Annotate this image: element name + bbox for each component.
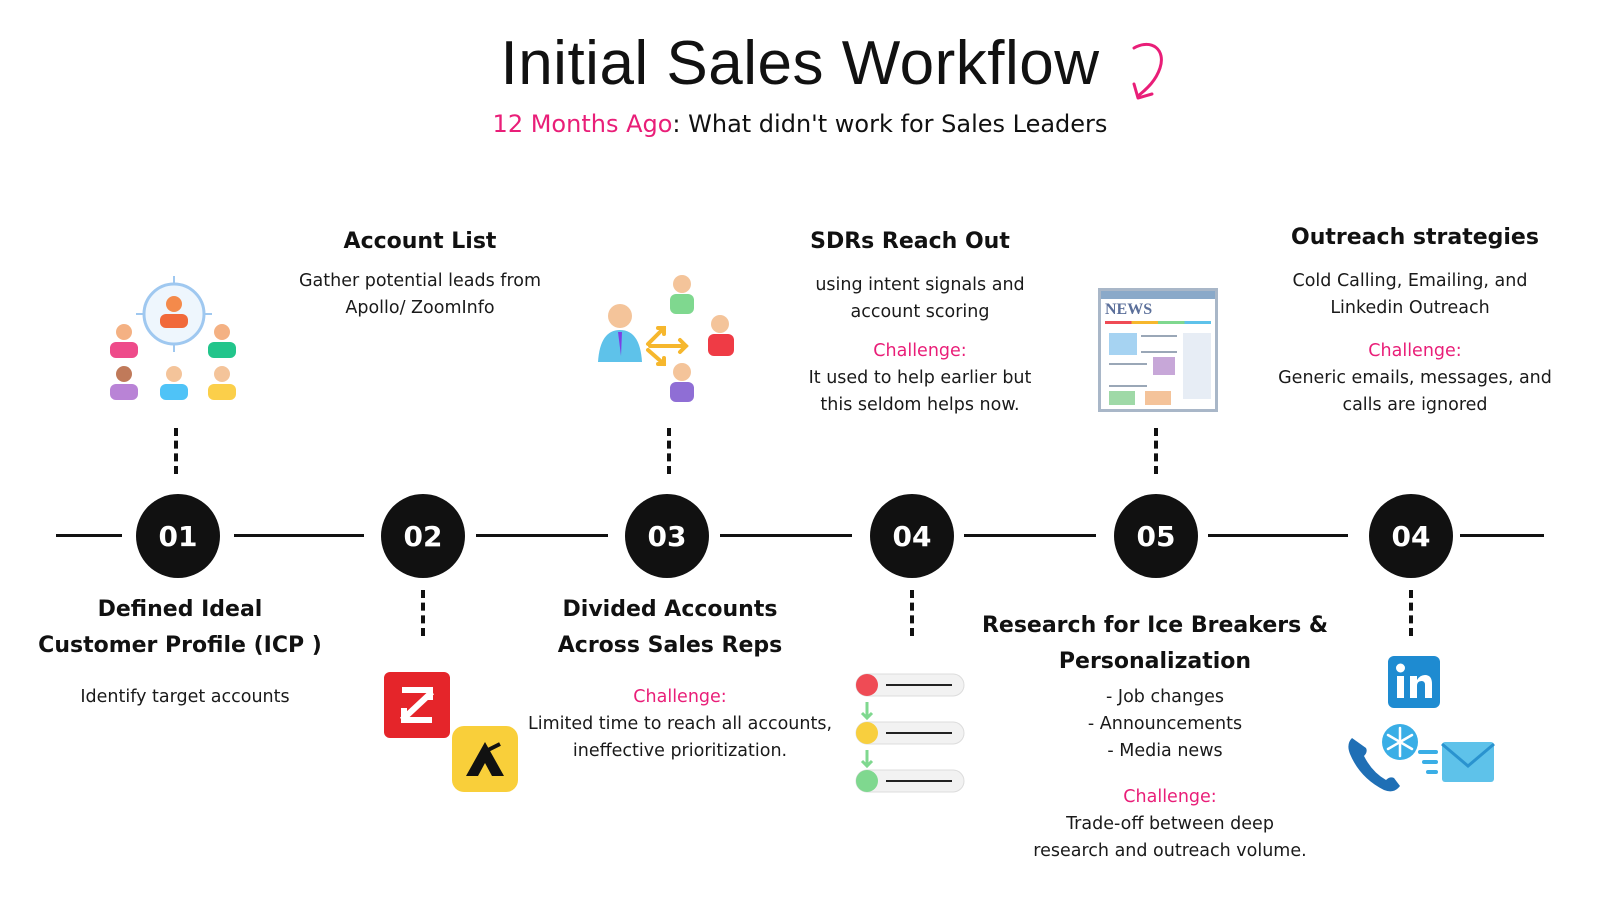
step-number-3: 03 — [625, 494, 709, 578]
step-4-challenge: Challenge: It used to help earlier but t… — [760, 338, 1080, 419]
step-5-challenge-label: Challenge: — [1123, 787, 1217, 807]
step-6-challenge: Challenge: Generic emails, messages, and… — [1240, 338, 1590, 419]
subtitle: 12 Months Ago: What didn't work for Sale… — [0, 110, 1600, 138]
cold-call-icon — [1348, 724, 1418, 792]
distribute-people-icon — [598, 275, 734, 402]
apollo-logo-icon — [452, 726, 518, 792]
connector-dash — [174, 428, 178, 474]
timeline-line — [56, 534, 122, 537]
timeline-line — [964, 534, 1096, 537]
step-1-heading-line2: Customer Profile (ICP ) — [38, 633, 322, 658]
timeline-line — [476, 534, 608, 537]
step-1-body: Identify target accounts — [80, 687, 290, 707]
step-number-4: 04 — [870, 494, 954, 578]
step-5-heading: Research for Ice Breakers & Personalizat… — [970, 608, 1340, 680]
subtitle-rest: : What didn't work for Sales Leaders — [672, 110, 1108, 138]
page-title: Initial Sales Workflow — [500, 29, 1100, 98]
step-6-body-line1: Cold Calling, Emailing, and — [1292, 271, 1528, 291]
step-3-challenge: Challenge: Limited time to reach all acc… — [510, 684, 850, 765]
step-6-heading: Outreach strategies — [1291, 225, 1539, 250]
step-6-challenge-line1: Generic emails, messages, and — [1278, 368, 1552, 388]
connector-dash — [1154, 428, 1158, 474]
step-3-challenge-label: Challenge: — [633, 687, 727, 707]
connector-dash — [667, 428, 671, 474]
connector-dash — [421, 590, 425, 636]
step-5-bullet: - Job changes — [1106, 687, 1224, 707]
target-audience-icon — [110, 276, 236, 400]
subtitle-highlight: 12 Months Ago — [492, 110, 673, 138]
step-number-1: 01 — [136, 494, 220, 578]
step-3-challenge-line1: Limited time to reach all accounts, — [527, 714, 833, 734]
step-5-bullet: - Announcements — [1087, 714, 1243, 734]
step-5-bullets: - Job changes - Announcements - Media ne… — [1015, 684, 1315, 765]
step-number-6: 04 — [1369, 494, 1453, 578]
step-2-body: Gather potential leads from Apollo/ Zoom… — [270, 268, 570, 322]
linkedin-icon — [1388, 656, 1440, 708]
step-4-heading: SDRs Reach Out — [810, 229, 1010, 254]
step-3-challenge-line2: ineffective prioritization. — [572, 741, 788, 761]
step-3-heading-line2: Across Sales Reps — [557, 633, 783, 658]
step-1-heading: Defined Ideal Customer Profile (ICP ) — [20, 592, 340, 664]
email-icon — [1418, 742, 1495, 782]
step-6-challenge-line2: calls are ignored — [1342, 395, 1488, 415]
news-label: NEWS — [1105, 301, 1153, 318]
step-number-5: 05 — [1114, 494, 1198, 578]
step-5-heading-line1: Research for Ice Breakers & — [981, 613, 1329, 638]
step-number-2: 02 — [381, 494, 465, 578]
timeline-line — [1460, 534, 1544, 537]
step-5-challenge-line1: Trade-off between deep — [1066, 814, 1274, 834]
step-4-challenge-line2: this seldom helps now. — [820, 395, 1020, 415]
step-5-challenge-line2: research and outreach volume. — [1033, 841, 1307, 861]
step-6-body: Cold Calling, Emailing, and Linkedin Out… — [1250, 268, 1570, 322]
curved-arrow-icon — [1132, 42, 1163, 100]
timeline-line — [1208, 534, 1348, 537]
step-6-challenge-label: Challenge: — [1368, 341, 1462, 361]
timeline-line — [720, 534, 852, 537]
step-6-body-line2: Linkedin Outreach — [1330, 298, 1490, 318]
connector-dash — [910, 590, 914, 636]
step-1-heading-line1: Defined Ideal — [97, 597, 263, 622]
step-5-heading-line2: Personalization — [1058, 649, 1252, 674]
step-3-heading: Divided Accounts Across Sales Reps — [510, 592, 830, 664]
step-5-bullet: - Media news — [1107, 741, 1223, 761]
step-4-body-line1: using intent signals and — [815, 275, 1025, 295]
step-4-challenge-line1: It used to help earlier but — [808, 368, 1032, 388]
step-4-body-line2: account scoring — [850, 302, 990, 322]
step-4-body: using intent signals and account scoring — [760, 272, 1080, 326]
ranked-list-icon — [855, 673, 965, 793]
connector-dash — [1409, 590, 1413, 636]
step-4-challenge-label: Challenge: — [873, 341, 967, 361]
step-5-challenge: Challenge: Trade-off between deep resear… — [1000, 784, 1340, 865]
timeline-line — [234, 534, 364, 537]
news-page-icon: NEWS — [1098, 288, 1218, 412]
zoominfo-logo-icon — [384, 672, 450, 738]
step-2-body-line2: Apollo/ ZoomInfo — [345, 298, 495, 318]
step-3-heading-line1: Divided Accounts — [562, 597, 778, 622]
step-2-body-line1: Gather potential leads from — [298, 271, 542, 291]
step-2-heading: Account List — [343, 229, 497, 254]
